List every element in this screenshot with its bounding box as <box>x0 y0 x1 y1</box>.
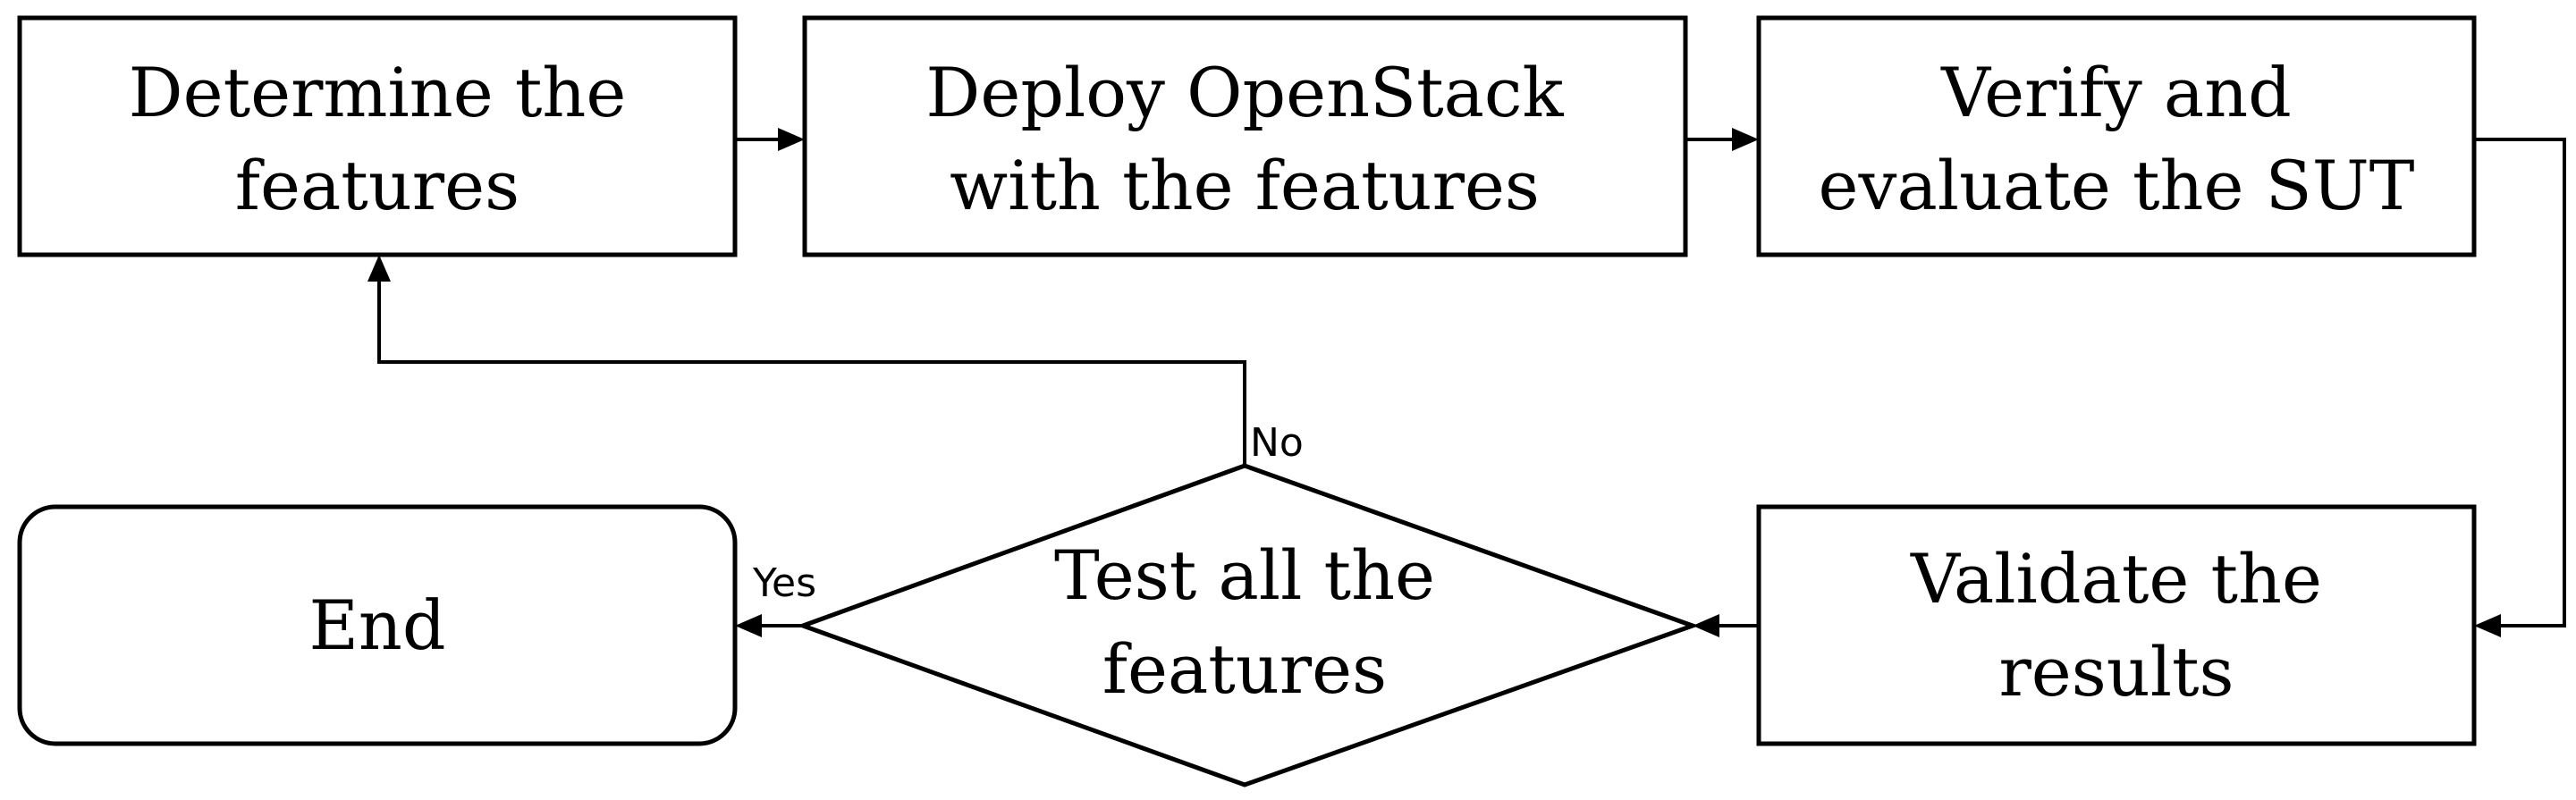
node-label-line-1: Test all the <box>1054 535 1435 615</box>
process-box <box>1756 15 2477 257</box>
arrowhead-icon <box>735 614 762 637</box>
edge-decision-yes-to-end: Yes <box>735 560 816 637</box>
node-label-line-2: features <box>1102 629 1387 709</box>
node-label-line-1: Validate the <box>1910 539 2322 619</box>
node-label-line-1: Deploy OpenStack <box>925 53 1564 132</box>
edge-label-no: No <box>1250 420 1304 466</box>
arrowhead-icon <box>1732 128 1759 151</box>
edge-deploy-to-verify <box>1685 128 1759 151</box>
node-label-line-1: Verify and <box>1940 53 2292 132</box>
node-label-line-2: results <box>1998 632 2234 712</box>
node-deploy-openstack: Deploy OpenStack with the features <box>802 15 1688 257</box>
node-test-decision: Test all the features <box>796 463 1700 787</box>
node-label-line-2: features <box>235 146 519 225</box>
arrowhead-icon <box>1693 614 1719 637</box>
arrowhead-icon <box>367 255 391 282</box>
node-determine-features: Determine the features <box>17 15 738 257</box>
node-end: End <box>17 504 738 746</box>
arrowhead-icon <box>778 128 805 151</box>
arrowhead-icon <box>2474 614 2501 637</box>
process-box <box>1756 504 2477 746</box>
node-label-line-1: End <box>308 585 445 665</box>
node-label-line-2: evaluate the SUT <box>1819 146 2415 225</box>
terminal-box <box>17 504 738 746</box>
node-label-line-2: with the features <box>950 146 1540 225</box>
edge-determine-to-deploy <box>735 128 805 151</box>
edge-verify-to-validate <box>2474 138 2566 637</box>
node-verify-evaluate: Verify and evaluate the SUT <box>1756 15 2477 257</box>
edge-label-yes: Yes <box>752 560 816 606</box>
decision-diamond <box>796 463 1700 787</box>
edge-decision-no-to-determine: No <box>367 255 1304 466</box>
process-box <box>802 15 1688 257</box>
edge-validate-to-decision <box>1693 614 1759 637</box>
node-label-line-1: Determine the <box>129 53 627 132</box>
node-validate-results: Validate the results <box>1756 504 2477 746</box>
process-box <box>17 15 738 257</box>
